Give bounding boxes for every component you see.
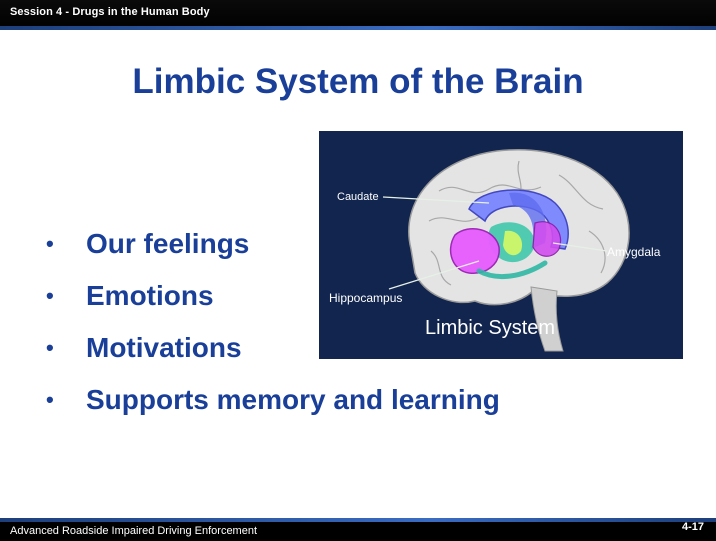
amygdala-label: Amygdala: [607, 245, 661, 259]
bullet-text: Emotions: [86, 280, 214, 311]
bullet-item: • Supports memory and learning: [40, 382, 500, 434]
bullet-text: Our feelings: [86, 228, 250, 259]
bullet-text: Motivations: [86, 332, 242, 363]
amygdala-structure: [532, 221, 562, 257]
hippocampus-structure: [476, 260, 548, 279]
bullet-dot: •: [46, 387, 54, 412]
footer-bar: Advanced Roadside Impaired Driving Enfor…: [0, 518, 716, 541]
bullet-dot: •: [46, 335, 54, 360]
brain-fold: [430, 250, 452, 286]
slide-title: Limbic System of the Brain: [132, 62, 584, 101]
session-label: Session 4 - Drugs in the Human Body: [10, 6, 210, 18]
figure-caption: Limbic System: [425, 317, 556, 339]
limbic-system-figure: Caudate Hippocampus Amygdala Limbic Syst…: [319, 131, 683, 359]
header-bar: Session 4 - Drugs in the Human Body: [0, 0, 716, 30]
bullet-dot: •: [46, 231, 54, 256]
bullet-item: • Motivations: [40, 330, 500, 382]
brain-fold: [558, 174, 604, 210]
amygdala-leader-line: [552, 242, 608, 252]
hippocampus-leader-line: [388, 260, 480, 290]
footer-stripe: [0, 518, 716, 522]
bullet-item: • Emotions: [40, 278, 500, 330]
footer-text: Advanced Roadside Impaired Driving Enfor…: [10, 525, 258, 537]
hippocampus-structure: [503, 230, 523, 256]
caudate-label: Caudate: [337, 191, 379, 203]
brain-fold: [438, 184, 542, 194]
bullet-item: • Our feelings: [40, 226, 500, 278]
brainstem: [530, 286, 564, 352]
page-number: 4-17: [681, 521, 704, 533]
bullet-text: Supports memory and learning: [86, 384, 500, 415]
brain-fold: [428, 216, 480, 222]
brain-illustration: [382, 149, 630, 352]
bullet-dot: •: [46, 283, 54, 308]
bullet-list: • Our feelings • Emotions • Motivations • Su…: [40, 226, 500, 434]
amygdala-structure: [449, 228, 500, 274]
hippocampus-label: Hippocampus: [329, 291, 403, 305]
caudate-leader-line: [382, 196, 490, 204]
header-stripe: [0, 26, 716, 30]
